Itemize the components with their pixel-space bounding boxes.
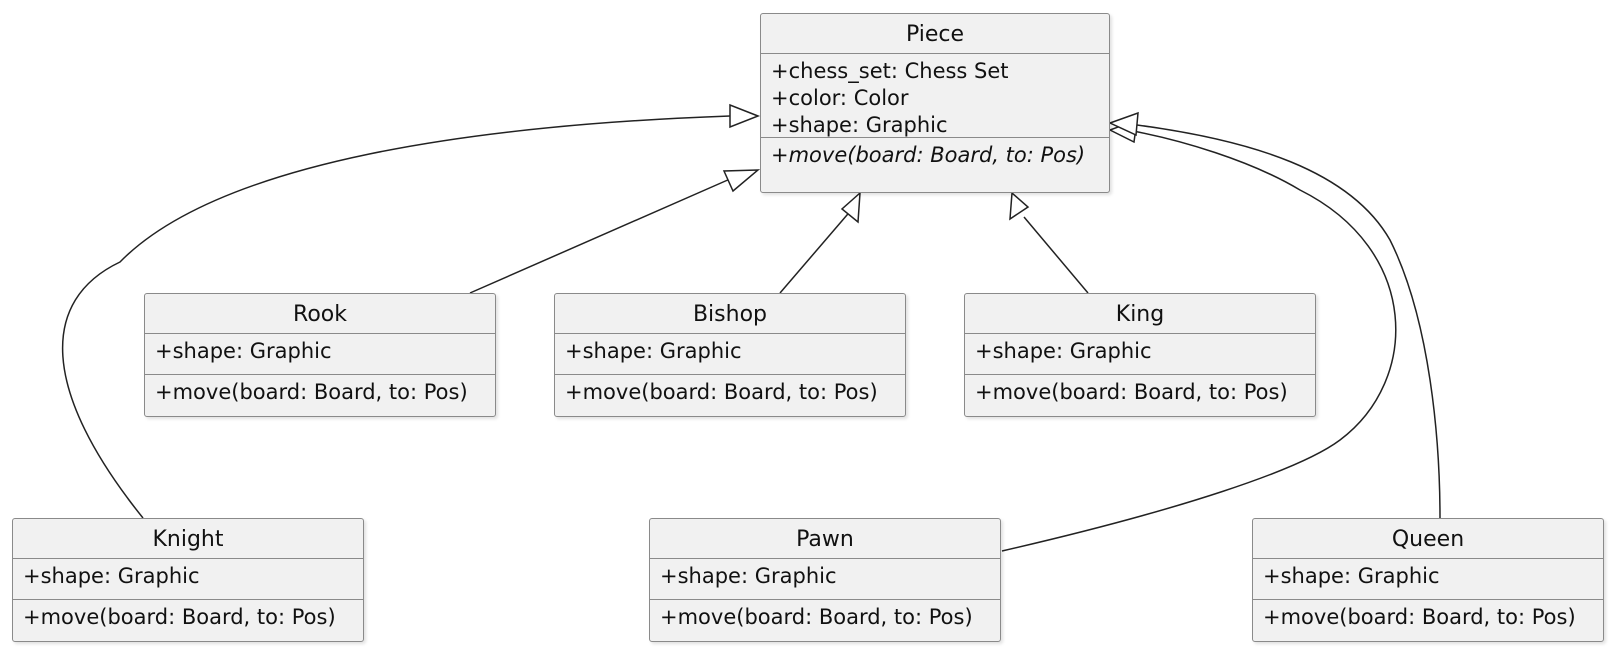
edge-king-piece	[1023, 216, 1089, 294]
class-name-rook: Rook	[145, 294, 495, 334]
pawn-attr-shape: +shape: Graphic	[660, 564, 837, 588]
bishop-attributes: +shape: Graphic	[555, 334, 905, 375]
knight-method-move: +move(board: Board, to: Pos)	[23, 605, 336, 629]
bishop-methods: +move(board: Board, to: Pos)	[555, 375, 905, 410]
pawn-method-move: +move(board: Board, to: Pos)	[660, 605, 973, 629]
bishop-attr-shape: +shape: Graphic	[565, 339, 742, 363]
queen-attributes: +shape: Graphic	[1253, 559, 1603, 600]
class-pawn[interactable]: Pawn +shape: Graphic +move(board: Board,…	[649, 518, 1001, 642]
king-attributes: +shape: Graphic	[965, 334, 1315, 375]
arrowhead-rook	[722, 169, 761, 193]
piece-method-move: +move(board: Board, to: Pos)	[771, 143, 1086, 167]
edge-pawn-piece	[1001, 130, 1397, 552]
pawn-attributes: +shape: Graphic	[650, 559, 1000, 600]
class-king[interactable]: King +shape: Graphic +move(board: Board,…	[964, 293, 1316, 417]
arrowhead-bishop	[840, 191, 861, 224]
arrowhead-queen	[1108, 111, 1139, 137]
knight-attributes: +shape: Graphic	[13, 559, 363, 600]
knight-methods: +move(board: Board, to: Pos)	[13, 600, 363, 635]
pawn-methods: +move(board: Board, to: Pos)	[650, 600, 1000, 635]
piece-attr-color: +color: Color	[771, 86, 909, 110]
rook-methods: +move(board: Board, to: Pos)	[145, 375, 495, 410]
piece-attr-chess-set: +chess_set: Chess Set	[771, 59, 1009, 83]
edge-rook-piece	[469, 178, 731, 294]
class-bishop[interactable]: Bishop +shape: Graphic +move(board: Boar…	[554, 293, 906, 417]
class-knight[interactable]: Knight +shape: Graphic +move(board: Boar…	[12, 518, 364, 642]
edge-queen-piece	[1136, 124, 1441, 519]
class-piece[interactable]: Piece +chess_set: Chess Set +color: Colo…	[760, 13, 1110, 193]
class-name-pawn: Pawn	[650, 519, 1000, 559]
piece-methods: +move(board: Board, to: Pos)	[761, 138, 1109, 173]
class-name-bishop: Bishop	[555, 294, 905, 334]
edge-bishop-piece	[779, 207, 854, 294]
edge-knight-piece	[61, 115, 731, 519]
class-rook[interactable]: Rook +shape: Graphic +move(board: Board,…	[144, 293, 496, 417]
piece-attr-shape: +shape: Graphic	[771, 113, 948, 137]
queen-attr-shape: +shape: Graphic	[1263, 564, 1440, 588]
class-name-piece: Piece	[761, 14, 1109, 54]
rook-attributes: +shape: Graphic	[145, 334, 495, 375]
class-name-queen: Queen	[1253, 519, 1603, 559]
rook-attr-shape: +shape: Graphic	[155, 339, 332, 363]
king-method-move: +move(board: Board, to: Pos)	[975, 380, 1288, 404]
class-name-king: King	[965, 294, 1315, 334]
class-name-knight: Knight	[13, 519, 363, 559]
knight-attr-shape: +shape: Graphic	[23, 564, 200, 588]
arrowhead-king	[1009, 191, 1030, 221]
king-methods: +move(board: Board, to: Pos)	[965, 375, 1315, 410]
piece-attributes: +chess_set: Chess Set +color: Color +sha…	[761, 54, 1109, 138]
rook-method-move: +move(board: Board, to: Pos)	[155, 380, 468, 404]
class-queen[interactable]: Queen +shape: Graphic +move(board: Board…	[1252, 518, 1604, 642]
queen-method-move: +move(board: Board, to: Pos)	[1263, 605, 1576, 629]
queen-methods: +move(board: Board, to: Pos)	[1253, 600, 1603, 635]
king-attr-shape: +shape: Graphic	[975, 339, 1152, 363]
arrowhead-knight	[729, 103, 761, 129]
bishop-method-move: +move(board: Board, to: Pos)	[565, 380, 878, 404]
